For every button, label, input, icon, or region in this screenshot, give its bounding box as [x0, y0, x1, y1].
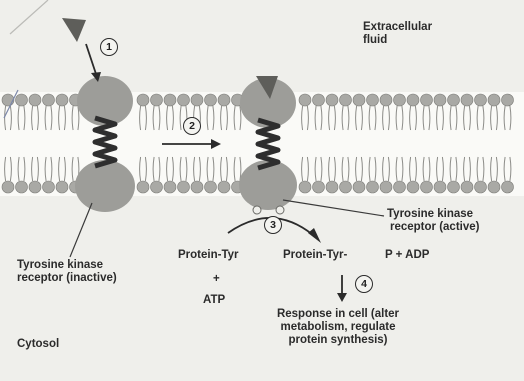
- lipid-head-inner: [218, 181, 230, 193]
- step-3-badge: 3: [264, 216, 282, 234]
- lipid-head-outer: [299, 94, 311, 106]
- lipid-head-outer: [367, 94, 379, 106]
- lipid-head-outer: [502, 94, 514, 106]
- lipid-head-inner: [340, 181, 352, 193]
- lipid-head-inner: [164, 181, 176, 193]
- atp-label: ATP: [203, 294, 225, 307]
- lipid-head-inner: [475, 181, 487, 193]
- phosphate-adp-label: P + ADP: [385, 249, 429, 262]
- receptor-inactive-label: Tyrosine kinase receptor (inactive): [17, 259, 117, 285]
- lipid-head-inner: [367, 181, 379, 193]
- phosphate-site-right: [276, 206, 284, 214]
- lipid-head-inner: [178, 181, 190, 193]
- lipid-head-outer: [16, 94, 28, 106]
- step-2-badge: 2: [183, 117, 201, 135]
- lipid-head-outer: [191, 94, 203, 106]
- step-1-badge: 1: [100, 38, 118, 56]
- lipid-head-outer: [448, 94, 460, 106]
- lipid-head-outer: [475, 94, 487, 106]
- receptor-active-line2: receptor (active): [387, 221, 479, 234]
- lipid-head-inner: [16, 181, 28, 193]
- lipid-head-inner: [421, 181, 433, 193]
- lipid-head-outer: [461, 94, 473, 106]
- lipid-head-outer: [353, 94, 365, 106]
- lipid-head-outer: [394, 94, 406, 106]
- step-4-badge: 4: [355, 275, 373, 293]
- lipid-head-outer: [488, 94, 500, 106]
- lipid-head-inner: [151, 181, 163, 193]
- lipid-head-outer: [178, 94, 190, 106]
- extracellular-line1: Extracellular: [363, 21, 432, 34]
- plus-sign: +: [213, 273, 220, 286]
- receptor-inactive-line2: receptor (inactive): [17, 272, 117, 285]
- lipid-head-inner: [56, 181, 68, 193]
- lipid-head-outer: [151, 94, 163, 106]
- response-line3: protein synthesis): [248, 334, 428, 347]
- lipid-head-outer: [421, 94, 433, 106]
- lipid-head-inner: [137, 181, 149, 193]
- receptor-active-line1: Tyrosine kinase: [387, 208, 479, 221]
- lipid-head-inner: [502, 181, 514, 193]
- receptor-inactive-line1: Tyrosine kinase: [17, 259, 117, 272]
- lipid-head-inner: [380, 181, 392, 193]
- lipid-head-outer: [380, 94, 392, 106]
- lipid-head-inner: [448, 181, 460, 193]
- lipid-head-inner: [461, 181, 473, 193]
- receptor-active-label: Tyrosine kinase receptor (active): [387, 208, 479, 234]
- lipid-head-inner: [394, 181, 406, 193]
- lipid-head-inner: [407, 181, 419, 193]
- lipid-head-inner: [2, 181, 14, 193]
- extracellular-fluid-label: Extracellular fluid: [363, 21, 432, 47]
- protein-tyr-p-label: Protein-Tyr-: [283, 249, 347, 262]
- lipid-head-inner: [434, 181, 446, 193]
- response-line1: Response in cell (alter: [248, 308, 428, 321]
- lipid-head-outer: [29, 94, 41, 106]
- lipid-head-outer: [218, 94, 230, 106]
- lipid-head-outer: [326, 94, 338, 106]
- lipid-head-outer: [137, 94, 149, 106]
- lipid-head-inner: [313, 181, 325, 193]
- lipid-head-outer: [43, 94, 55, 106]
- lipid-head-inner: [326, 181, 338, 193]
- cytosol-label: Cytosol: [17, 338, 59, 351]
- lipid-head-inner: [205, 181, 217, 193]
- lipid-head-inner: [353, 181, 365, 193]
- lipid-head-outer: [434, 94, 446, 106]
- lipid-head-inner: [299, 181, 311, 193]
- lipid-head-inner: [43, 181, 55, 193]
- lipid-head-outer: [56, 94, 68, 106]
- lipid-head-outer: [2, 94, 14, 106]
- cell-response-label: Response in cell (alter metabolism, regu…: [248, 308, 428, 347]
- response-line2: metabolism, regulate: [248, 321, 428, 334]
- lipid-head-outer: [205, 94, 217, 106]
- lipid-head-inner: [29, 181, 41, 193]
- lipid-head-outer: [313, 94, 325, 106]
- lipid-head-inner: [191, 181, 203, 193]
- extracellular-line2: fluid: [363, 34, 432, 47]
- lipid-head-outer: [164, 94, 176, 106]
- protein-tyr-label: Protein-Tyr: [178, 249, 239, 262]
- lipid-head-inner: [488, 181, 500, 193]
- lipid-head-outer: [340, 94, 352, 106]
- phosphate-site-left: [253, 206, 261, 214]
- lipid-head-outer: [407, 94, 419, 106]
- receptor-inactive-intracellular-domain: [75, 160, 135, 212]
